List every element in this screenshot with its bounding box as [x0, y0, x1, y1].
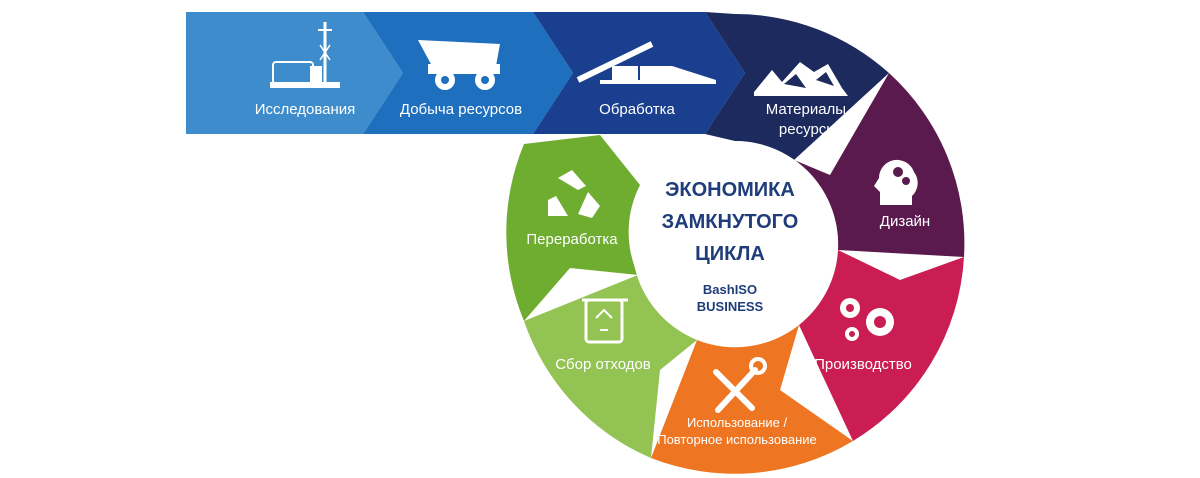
stage-design [794, 73, 965, 257]
label-waste: Сбор отходов [555, 356, 651, 373]
conveyor-icon [576, 41, 716, 84]
stage-recycling [506, 135, 640, 321]
label-processing: Обработка [599, 101, 675, 118]
brand-line-1: BashISO [703, 282, 757, 297]
center-title-line-1: ЭКОНОМИКА [665, 179, 795, 201]
label-design: Дизайн [880, 213, 930, 230]
drill-rig-icon [270, 22, 340, 88]
label-mining: Добыча ресурсов [400, 101, 522, 118]
stage-processing [533, 12, 745, 134]
stage-research [186, 12, 403, 134]
label-use-2: Повторное использование [657, 432, 817, 447]
mining-truck-icon [418, 40, 500, 90]
stage-waste [524, 275, 697, 458]
label-materials-2: ресурсы [779, 121, 837, 138]
label-materials-1: Материалы, [766, 101, 851, 118]
stage-use [651, 325, 853, 474]
label-production: Производство [814, 356, 912, 373]
head-gears-icon [874, 159, 918, 205]
center-title-line-2: ЗАМКНУТОГО [662, 211, 799, 233]
center-title-line-3: ЦИКЛА [695, 243, 765, 265]
recycle-icon [548, 170, 600, 218]
tools-icon [713, 357, 767, 413]
label-research: Исследования [255, 101, 356, 118]
label-recycling: Переработка [526, 231, 618, 248]
center-circle [632, 141, 838, 347]
label-use-1: Использование / [687, 415, 788, 430]
gears-icon [840, 298, 894, 341]
brand-line-2: BUSINESS [697, 299, 764, 314]
stage-production [799, 250, 964, 441]
rocks-icon [754, 62, 848, 96]
recycle-bin-icon [582, 298, 628, 344]
